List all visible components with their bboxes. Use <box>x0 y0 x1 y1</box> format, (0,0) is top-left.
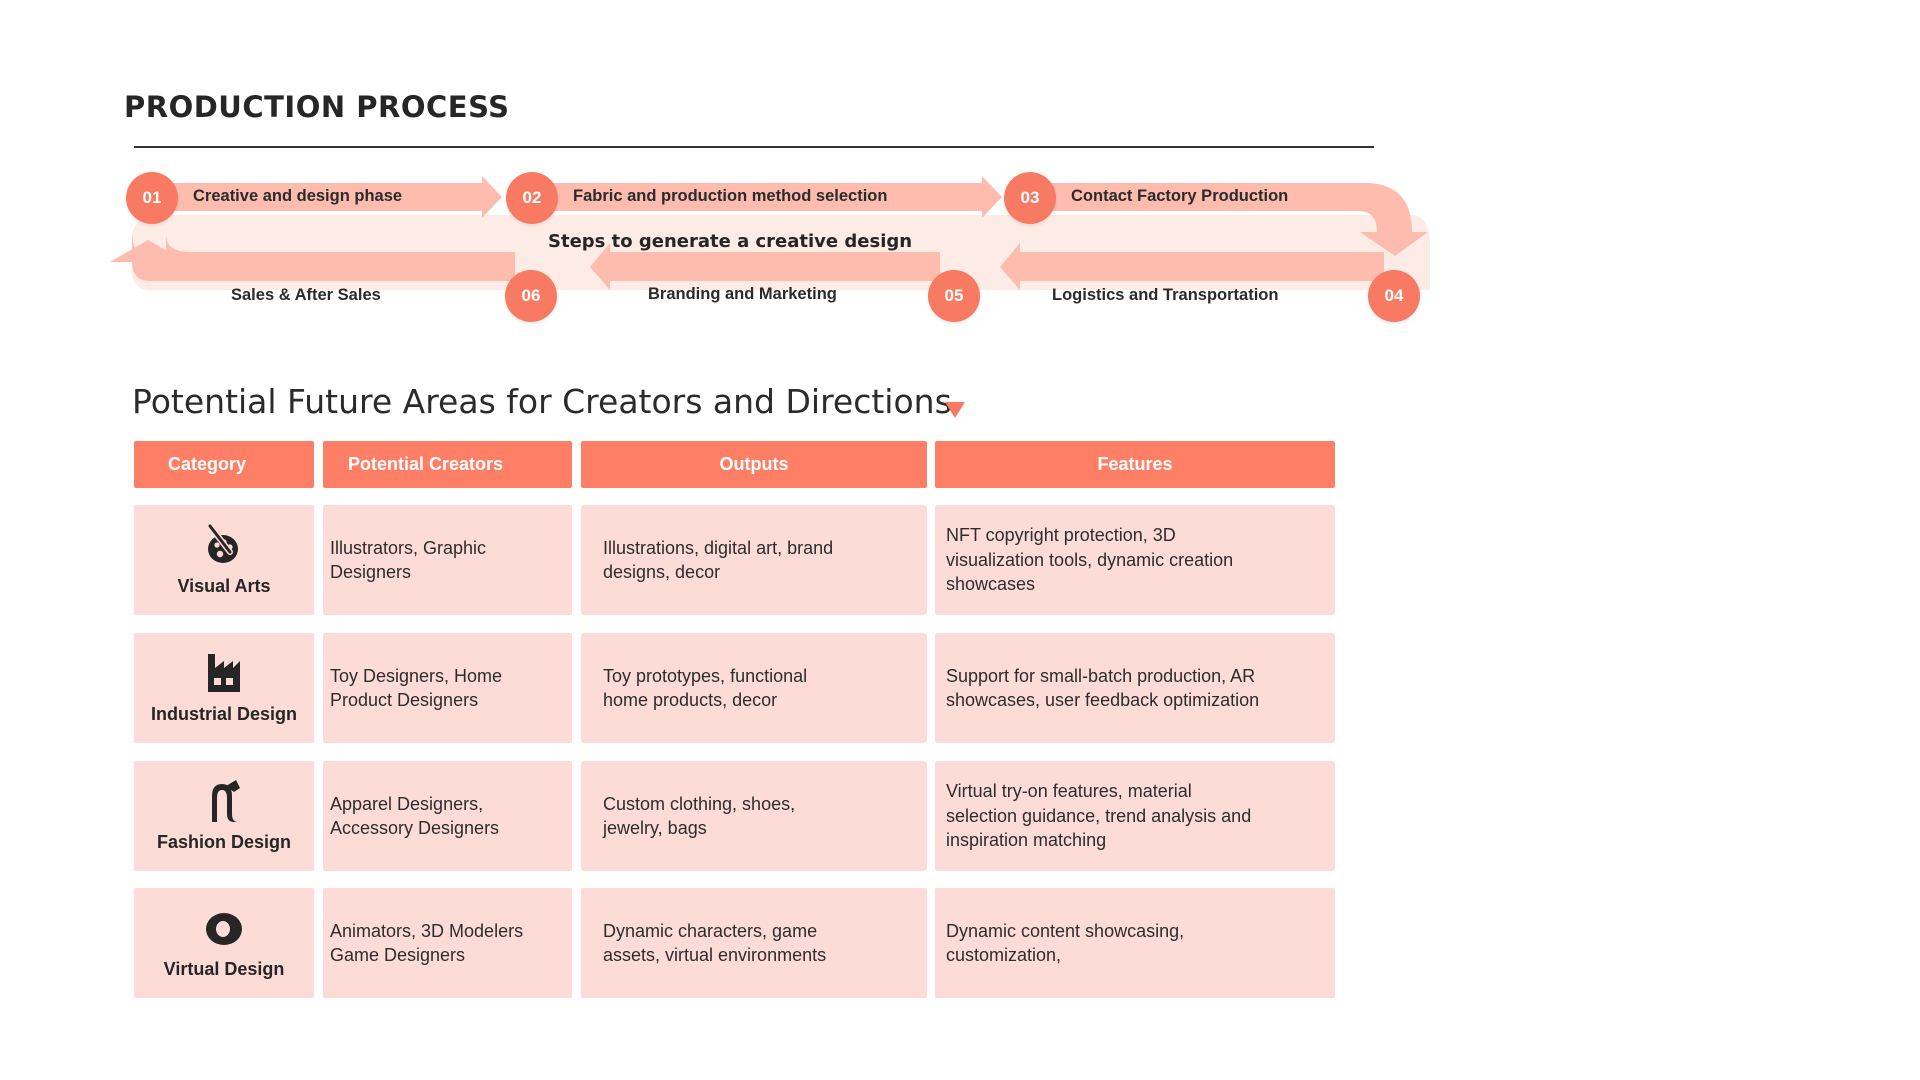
step-06-label: Sales & After Sales <box>231 286 381 304</box>
header-outputs: Outputs <box>581 441 927 488</box>
table-cell-features: Dynamic content showcasing, customizatio… <box>935 888 1335 998</box>
arrow-02-03 <box>550 176 1002 218</box>
palette-icon <box>207 522 238 563</box>
table-cell-features: Virtual try-on features, material select… <box>935 761 1335 871</box>
table-cell-outputs: Toy prototypes, functional home products… <box>581 633 927 743</box>
category-visual-arts: Visual Arts <box>134 505 314 615</box>
table-cell-outputs: Custom clothing, shoes, jewelry, bags <box>581 761 927 871</box>
page-title: PRODUCTION PROCESS <box>124 90 510 124</box>
step-01-label: Creative and design phase <box>193 187 403 205</box>
category-label: Virtual Design <box>163 958 285 979</box>
arrow-05-06 <box>590 243 940 290</box>
arrow-04-05 <box>1000 243 1384 290</box>
arrow-01-02 <box>170 176 502 218</box>
category-industrial-design: Industrial Design <box>134 633 314 743</box>
process-flow: 01 Creative and design phase 02 Fabric a… <box>0 0 1920 360</box>
step-03-circle: 03 <box>1004 172 1056 224</box>
table-cell-creators: Illustrators, Graphic Designers <box>323 505 572 615</box>
table-cell-outputs: Illustrations, digital art, brand design… <box>581 505 927 615</box>
flow-arrows <box>110 176 1430 290</box>
table-cell-creators: Animators, 3D Modelers Game Designers <box>323 888 572 998</box>
table-cell-features: NFT copyright protection, 3D visualizati… <box>935 505 1335 615</box>
step-02-circle: 02 <box>506 172 558 224</box>
ring-icon <box>206 912 242 945</box>
factory-icon <box>208 653 240 692</box>
step-01-circle: 01 <box>126 172 178 224</box>
step-04-circle: 04 <box>1368 270 1420 322</box>
step-05-circle: 05 <box>928 270 980 322</box>
table-cell-outputs: Dynamic characters, game assets, virtual… <box>581 888 927 998</box>
flow-center-label: Steps to generate a creative design <box>548 231 913 252</box>
category-fashion-design: Fashion Design <box>134 761 314 871</box>
arrow-left-loop <box>110 232 515 281</box>
step-04-label: Logistics and Transportation <box>1052 286 1279 304</box>
table-cell-creators: Apparel Designers, Accessory Designers <box>323 761 572 871</box>
category-label: Visual Arts <box>177 575 271 596</box>
category-label: Fashion Design <box>156 831 291 852</box>
category-label: Industrial Design <box>150 703 298 724</box>
step-06-circle: 06 <box>505 270 557 322</box>
table-cell-creators: Toy Designers, Home Product Designers <box>323 633 572 743</box>
header-category: Category <box>134 441 314 488</box>
header-features: Features <box>935 441 1335 488</box>
step-03-label: Contact Factory Production <box>1071 187 1289 205</box>
title-divider <box>134 146 1374 148</box>
triangle-down-icon <box>945 402 965 418</box>
step-05-label: Branding and Marketing <box>648 285 837 303</box>
high-heel-icon <box>212 779 240 822</box>
header-creators: Potential Creators <box>323 441 572 488</box>
arrow-03-04 <box>1050 183 1428 256</box>
step-02-label: Fabric and production method selection <box>573 187 888 205</box>
table-cell-features: Support for small-batch production, AR s… <box>935 633 1335 743</box>
section-title: Potential Future Areas for Creators and … <box>132 382 952 421</box>
category-virtual-design: Virtual Design <box>134 888 314 998</box>
